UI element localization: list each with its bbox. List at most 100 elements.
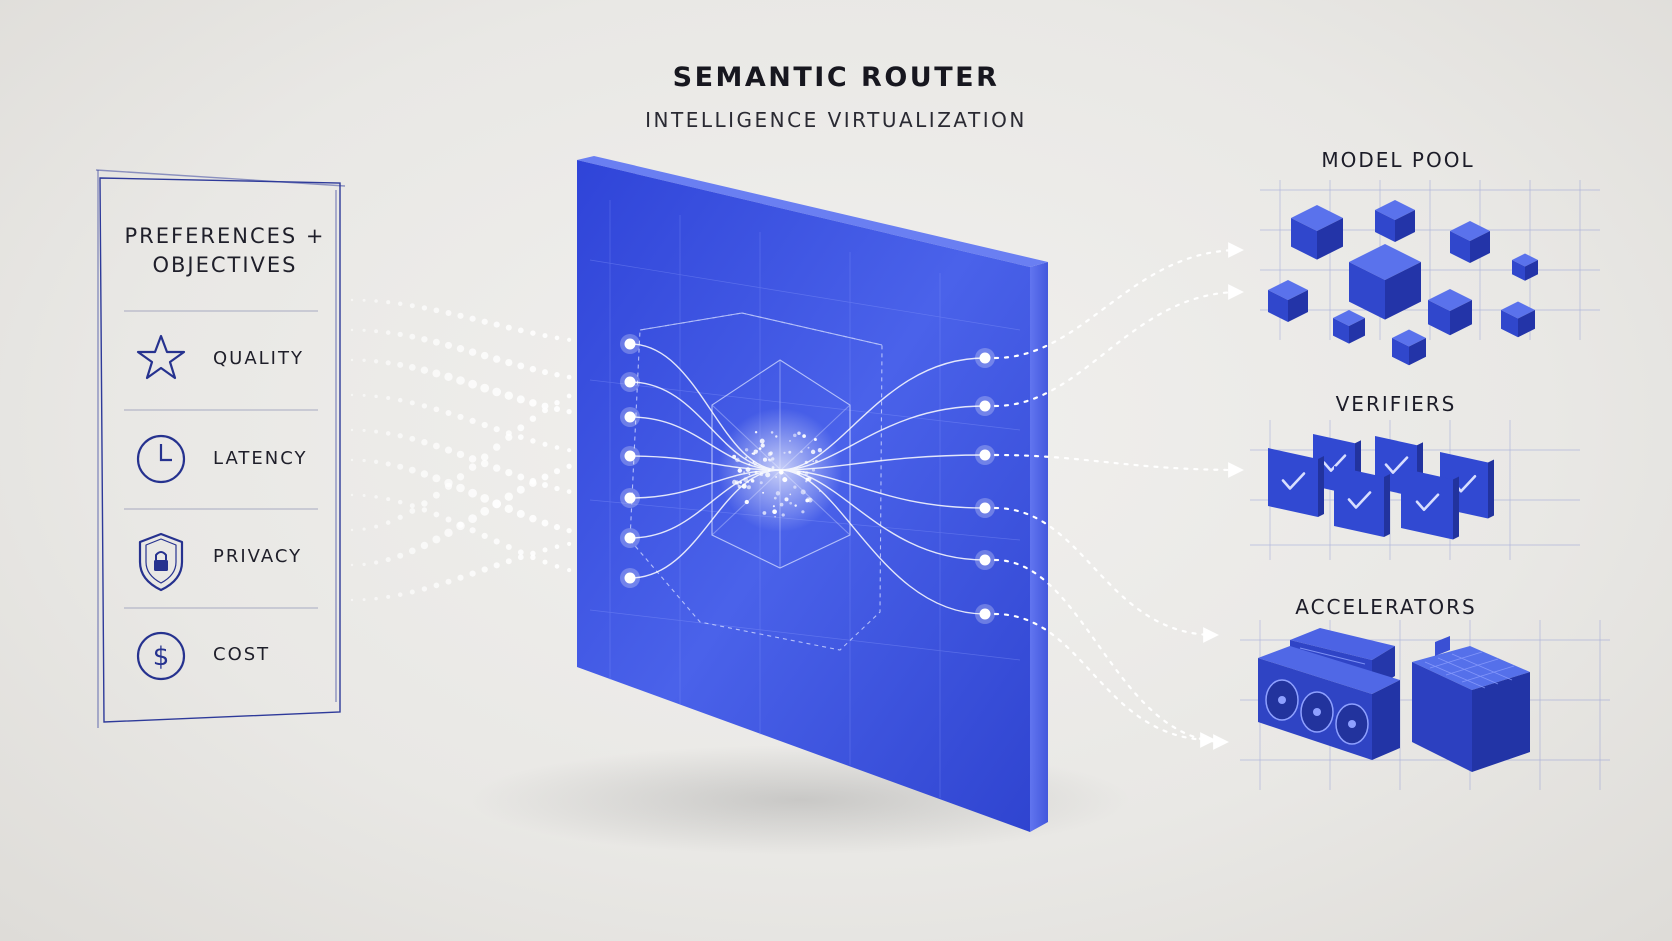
stream-dot — [397, 433, 403, 439]
stream-dot — [374, 429, 379, 434]
cube-left — [1512, 260, 1525, 281]
stream-dot — [481, 318, 488, 325]
stream-dot — [553, 405, 561, 413]
stream-dot — [542, 559, 548, 565]
stream-dot — [480, 351, 489, 360]
core-particle — [759, 481, 763, 485]
card-face — [1268, 448, 1318, 517]
stream-dot — [374, 299, 378, 303]
panel-heading-line1: PREFERENCES + — [124, 224, 326, 248]
stream-dot — [517, 327, 524, 334]
stream-dot — [554, 544, 560, 550]
stream-dot — [505, 359, 513, 367]
stream-dot — [397, 331, 403, 338]
route-node — [979, 554, 991, 566]
stream-dot — [530, 554, 536, 561]
route-line — [629, 343, 781, 471]
stream-dot — [444, 482, 453, 490]
core-particle — [793, 433, 797, 438]
stream-dot — [456, 473, 465, 481]
checkmark-card-icon — [1268, 434, 1494, 540]
stream-dot — [468, 455, 477, 463]
card-edge — [1453, 476, 1459, 540]
route-node — [979, 352, 991, 364]
card-face — [1334, 466, 1384, 537]
stream-dot — [362, 598, 366, 602]
stream-dot — [517, 549, 524, 556]
stream-dot — [481, 566, 488, 573]
stream-dot — [421, 500, 428, 507]
stream-dot — [481, 532, 488, 540]
cube-left — [1428, 300, 1450, 336]
preferences-panel — [95, 169, 346, 728]
core-particle — [812, 460, 815, 463]
clock-icon — [136, 434, 186, 484]
stream-dot — [374, 495, 378, 499]
cube-right — [1518, 310, 1535, 338]
card-edge — [1318, 456, 1324, 517]
route-line — [779, 469, 986, 615]
route-node — [624, 411, 636, 423]
accelerators-group — [1240, 620, 1610, 790]
stream-dot — [493, 464, 501, 472]
core-particle — [800, 489, 806, 495]
stream-dot — [554, 372, 560, 378]
core-particle — [789, 493, 792, 496]
route-node — [979, 400, 991, 412]
stream-dot — [456, 521, 465, 531]
stream-dot — [517, 424, 525, 432]
stream-dot — [385, 520, 391, 525]
stream-dot — [444, 372, 453, 381]
checkmark-icon — [1281, 472, 1306, 490]
destination-label-verifiers: VERIFIERS — [1335, 392, 1457, 416]
core-particle — [789, 501, 793, 505]
shield-lock-icon — [138, 532, 184, 592]
core-particle — [793, 485, 797, 489]
stream-dot — [350, 563, 354, 567]
stream-dot — [529, 399, 537, 407]
stream-dot — [432, 491, 440, 499]
stream-dot — [480, 383, 490, 393]
stream-dot — [493, 443, 501, 451]
stream-dot — [420, 541, 429, 550]
output-arrow — [993, 612, 1216, 748]
stream-dot — [420, 366, 429, 374]
stream-dot — [493, 538, 500, 545]
card-face — [1401, 468, 1453, 540]
stream-dot — [409, 333, 416, 340]
stream-dot — [517, 434, 524, 440]
stream-dot — [397, 592, 403, 597]
stream-dot — [409, 435, 416, 442]
stream-dot — [530, 550, 536, 557]
core-particle — [784, 497, 789, 502]
route-line — [779, 469, 986, 561]
core-particle — [767, 458, 770, 461]
core-particle — [782, 477, 788, 483]
core-particle — [754, 430, 758, 434]
core-particle — [805, 498, 810, 503]
stream-dot — [567, 448, 572, 453]
cube-right — [1470, 231, 1490, 263]
cube-right — [1385, 262, 1421, 320]
cube-left — [1392, 338, 1409, 366]
stream-dot — [420, 470, 429, 478]
stream-dot — [542, 441, 548, 447]
stream-dot — [409, 400, 415, 406]
stream-dot — [374, 394, 378, 399]
preference-label-cost: COST — [213, 644, 271, 665]
route-node — [624, 338, 636, 350]
stream-dot — [386, 594, 391, 599]
stream-dot — [350, 298, 354, 302]
cube-right — [1349, 318, 1365, 344]
stream-dot — [362, 458, 366, 463]
stream-dot — [566, 463, 572, 469]
stream-dot — [433, 307, 440, 314]
stream-dot — [408, 466, 416, 474]
core-particle — [775, 476, 778, 478]
stream-dot — [433, 582, 440, 589]
stream-dot — [493, 355, 501, 363]
stream-dot — [421, 439, 428, 446]
stream-dot — [373, 560, 379, 565]
stream-dot — [554, 445, 560, 450]
